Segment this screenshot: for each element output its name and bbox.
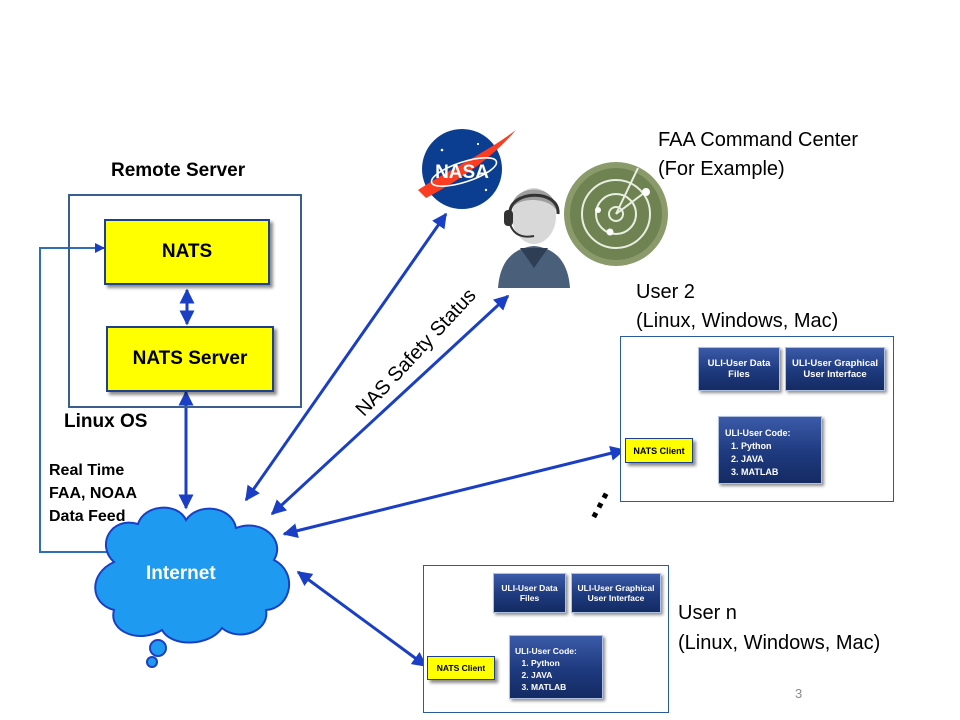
data-feed-loop-line bbox=[39, 243, 108, 553]
internet-cloud bbox=[94, 506, 291, 668]
user2-language-item: JAVA bbox=[741, 453, 821, 466]
usern-language-item: MATLAB bbox=[531, 681, 602, 693]
internet-to-user2-arrow bbox=[282, 445, 626, 539]
faa-label: FAA Command Center (For Example) bbox=[658, 126, 858, 184]
nasa-logo-text: NASA bbox=[435, 162, 489, 183]
user2-language-item: Python bbox=[741, 440, 821, 453]
usern-gui-box: ULI-User Graphical User Interface bbox=[571, 573, 661, 613]
user2-data-files-box: ULI-User Data Files bbox=[698, 347, 780, 391]
user2-language-list: Python JAVA MATLAB bbox=[725, 440, 821, 479]
user2-title: User 2 bbox=[636, 281, 695, 303]
usern-subtitle: (Linux, Windows, Mac) bbox=[678, 632, 881, 654]
usern-language-item: Python bbox=[531, 657, 602, 669]
nats-box: NATS bbox=[104, 219, 270, 285]
nats-server-box: NATS Server bbox=[106, 326, 274, 392]
internet-to-usern-arrow bbox=[296, 570, 428, 668]
user2-subtitle: (Linux, Windows, Mac) bbox=[636, 310, 839, 332]
internet-label: Internet bbox=[146, 563, 216, 584]
data-feed-line-2: FAA, NOAA bbox=[49, 485, 137, 502]
faa-subtitle: (For Example) bbox=[658, 158, 785, 180]
user2-label: User 2 (Linux, Windows, Mac) bbox=[636, 278, 838, 336]
remote-server-box bbox=[68, 194, 302, 408]
usern-code-title: ULI-User Code: bbox=[515, 646, 577, 656]
data-feed-line-3: Data Feed bbox=[49, 508, 126, 525]
usern-nats-client-box: NATS Client bbox=[427, 656, 495, 680]
user2-language-item: MATLAB bbox=[741, 466, 821, 479]
usern-label: User n (Linux, Windows, Mac) bbox=[678, 598, 880, 658]
usern-data-files-box: ULI-User Data Files bbox=[493, 573, 566, 613]
operator-icon bbox=[498, 188, 570, 288]
usern-code-box: ULI-User Code: Python JAVA MATLAB bbox=[509, 635, 603, 699]
page-number: 3 bbox=[795, 686, 803, 701]
radar-icon bbox=[564, 162, 668, 266]
remote-server-title: Remote Server bbox=[111, 160, 246, 181]
user2-code-box: ULI-User Code: Python JAVA MATLAB bbox=[718, 416, 822, 484]
nasa-logo: NASA bbox=[418, 129, 516, 209]
usern-language-list: Python JAVA MATLAB bbox=[515, 657, 602, 693]
usern-title: User n bbox=[678, 602, 737, 624]
linux-os-label: Linux OS bbox=[64, 411, 148, 432]
data-feed-label: Real Time FAA, NOAA Data Feed bbox=[49, 459, 137, 528]
faa-title: FAA Command Center bbox=[658, 129, 859, 151]
internet-to-faa-arrow bbox=[270, 294, 510, 516]
data-feed-line-1: Real Time bbox=[49, 462, 125, 479]
user2-nats-client-box: NATS Client bbox=[625, 438, 693, 463]
user2-gui-box: ULI-User Graphical User Interface bbox=[785, 347, 885, 391]
usern-language-item: JAVA bbox=[531, 669, 602, 681]
user2-code-title: ULI-User Code: bbox=[725, 428, 791, 438]
